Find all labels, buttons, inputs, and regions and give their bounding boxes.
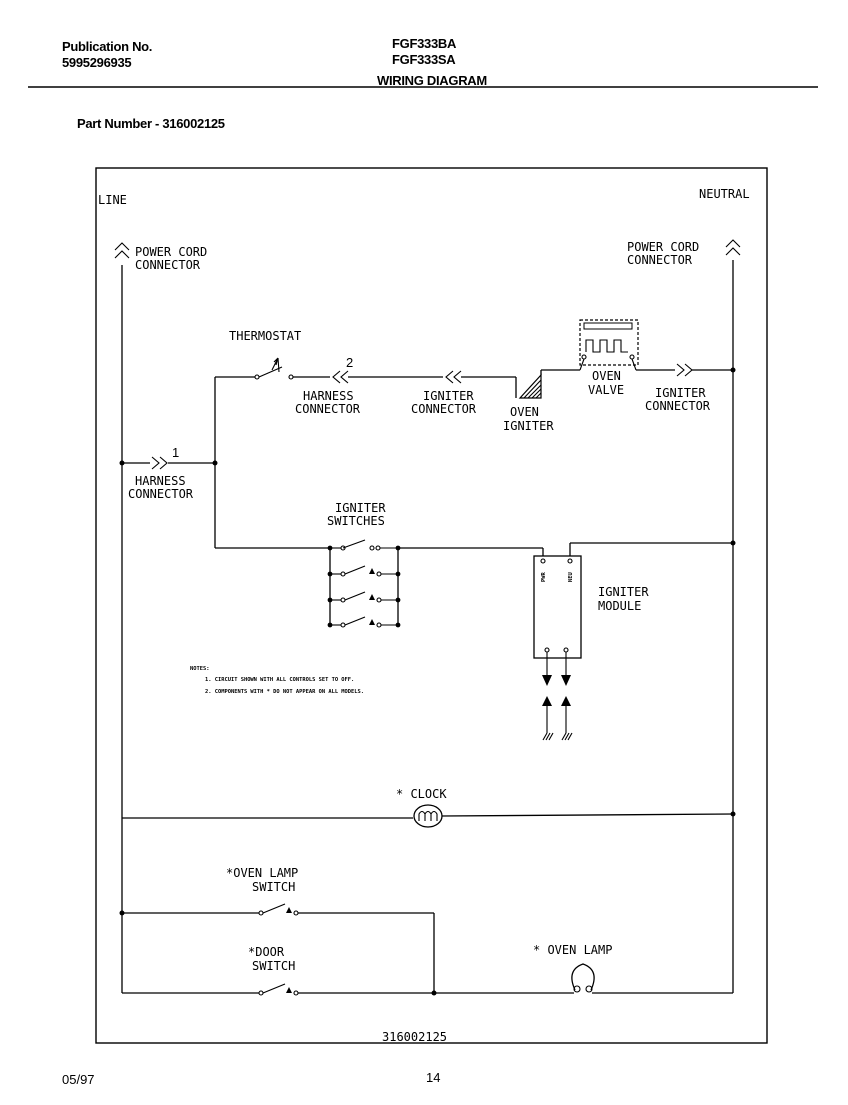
harness-connector-1-label-2: CONNECTOR xyxy=(128,487,194,501)
neutral-power-cord-label-1: POWER CORD xyxy=(627,240,699,254)
igniter-module-label-1: IGNITER xyxy=(598,585,649,599)
note-1: 1. CIRCUIT SHOWN WITH ALL CONTROLS SET T… xyxy=(205,677,354,683)
module-pin-pwr: PWR xyxy=(541,572,547,582)
oven-lamp-switch-label-1: *OVEN LAMP xyxy=(226,866,298,880)
harness-connector-1-icon xyxy=(151,456,168,470)
door-switch-icon xyxy=(258,983,299,996)
igniter-switch-2-icon xyxy=(327,565,401,577)
harness-connector-2-icon xyxy=(332,370,349,384)
clock-label: * CLOCK xyxy=(396,787,447,801)
door-switch-label-2: SWITCH xyxy=(252,959,295,973)
note-2: 2. COMPONENTS WITH * DO NOT APPEAR ON AL… xyxy=(205,689,364,695)
oven-lamp-bulb-icon xyxy=(571,963,595,993)
igniter-connector-right-icon xyxy=(676,363,693,377)
harness-connector-1-pin: 1 xyxy=(172,445,179,460)
igniter-switches-label-1: IGNITER xyxy=(335,501,386,515)
thermostat-switch-icon xyxy=(254,357,294,380)
diagram-number: 316002125 xyxy=(382,1030,447,1044)
oven-igniter-icon xyxy=(515,370,542,399)
line-power-cord-connector-icon xyxy=(114,242,130,259)
line-power-cord-label-1: POWER CORD xyxy=(135,245,207,259)
publication-number: 5995296935 xyxy=(62,55,131,70)
igniter-switch-4-icon xyxy=(327,616,401,628)
igniter-connector-right-label-2: CONNECTOR xyxy=(645,399,711,413)
thermostat-label: THERMOSTAT xyxy=(229,329,301,343)
oven-igniter-label-2: IGNITER xyxy=(503,419,554,433)
spark-electrode-icon xyxy=(542,652,573,741)
clock-motor-icon xyxy=(413,804,443,828)
igniter-connector-right-label-1: IGNITER xyxy=(655,386,706,400)
oven-lamp-switch-icon xyxy=(258,903,299,916)
module-pin-neu: NEU xyxy=(568,572,574,582)
igniter-switch-3-icon xyxy=(327,591,401,603)
door-switch-label-1: *DOOR xyxy=(248,945,285,959)
harness-connector-1-label-1: HARNESS xyxy=(135,474,186,488)
neutral-power-cord-connector-icon xyxy=(725,239,741,256)
line-label: LINE xyxy=(98,193,127,207)
oven-lamp-switch-label-2: SWITCH xyxy=(252,880,295,894)
footer-page-number: 14 xyxy=(426,1070,440,1085)
harness-connector-2-label-2: CONNECTOR xyxy=(295,402,361,416)
igniter-module-label-2: MODULE xyxy=(598,599,641,613)
harness-connector-2-pin: 2 xyxy=(346,355,353,370)
diagram-border xyxy=(95,167,768,1044)
igniter-connector-left-label-2: CONNECTOR xyxy=(411,402,477,416)
model-number-1: FGF333BA xyxy=(392,36,457,51)
igniter-connector-left-icon xyxy=(445,370,462,384)
igniter-switch-1-icon xyxy=(327,539,401,551)
notes-title: NOTES: xyxy=(190,666,209,672)
oven-lamp-label: * OVEN LAMP xyxy=(533,943,612,957)
notes-block: NOTES: 1. CIRCUIT SHOWN WITH ALL CONTROL… xyxy=(190,666,364,695)
oven-igniter-label-1: OVEN xyxy=(510,405,539,419)
igniter-module-icon xyxy=(533,555,582,659)
igniter-switches-label-2: SWITCHES xyxy=(327,514,385,528)
oven-valve-label-1: OVEN xyxy=(592,369,621,383)
part-number: Part Number - 316002125 xyxy=(77,116,225,131)
publication-label: Publication No. xyxy=(62,39,152,54)
neutral-label: NEUTRAL xyxy=(699,187,750,201)
model-number-2: FGF333SA xyxy=(392,52,456,67)
line-power-cord-label-2: CONNECTOR xyxy=(135,258,201,272)
harness-connector-2-label-1: HARNESS xyxy=(303,389,354,403)
neutral-power-cord-label-2: CONNECTOR xyxy=(627,253,693,267)
document-title: WIRING DIAGRAM xyxy=(377,73,487,88)
footer-date: 05/97 xyxy=(62,1072,95,1087)
igniter-connector-left-label-1: IGNITER xyxy=(423,389,474,403)
oven-valve-icon xyxy=(579,319,639,371)
oven-valve-label-2: VALVE xyxy=(588,383,624,397)
